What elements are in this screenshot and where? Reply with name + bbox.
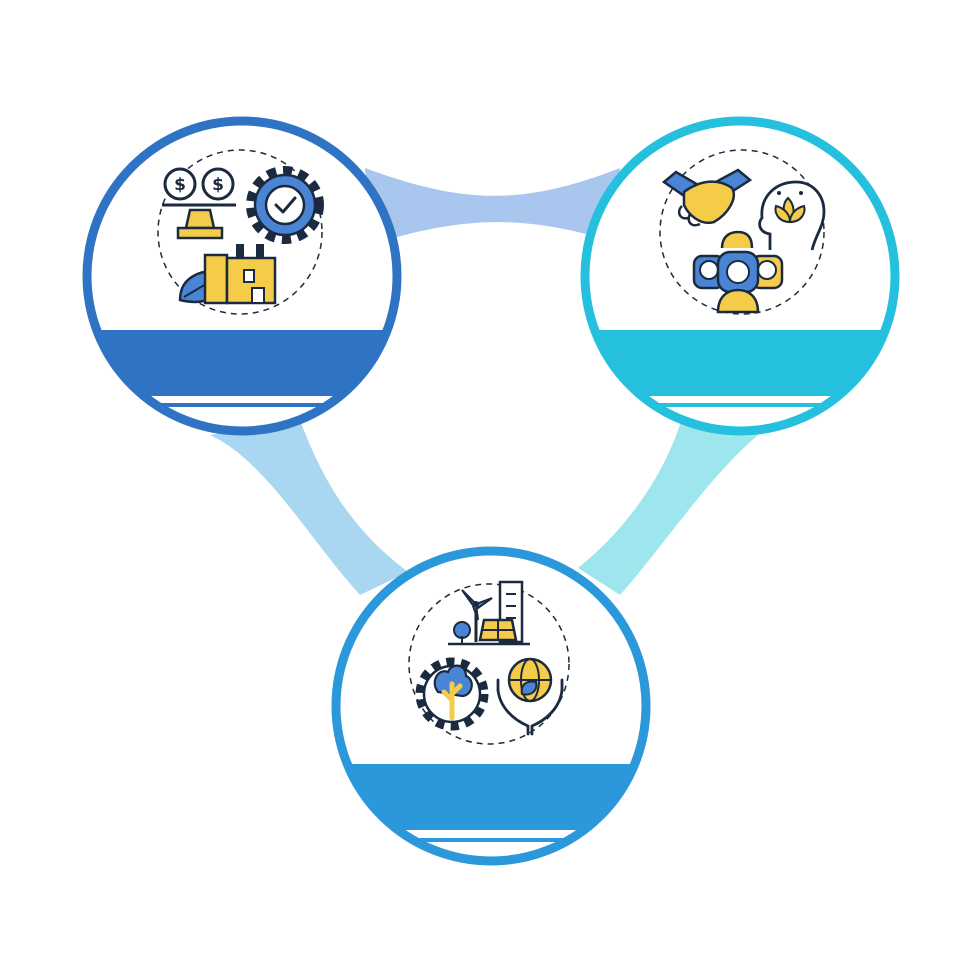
node-environmental-ring — [331, 546, 651, 866]
solar-panel-icon — [448, 618, 530, 646]
dashed-ring — [659, 149, 825, 315]
wind-turbine-icon — [461, 589, 493, 642]
connector-top — [365, 168, 620, 245]
dashed-ring — [408, 583, 570, 745]
node-economic-band — [87, 330, 397, 396]
node-social-band — [585, 330, 895, 396]
node-environmental — [331, 546, 651, 866]
dollar-coins-icon: $ $ — [163, 167, 235, 201]
connector-left — [210, 420, 408, 595]
balance-scale-icon — [162, 203, 236, 240]
globe-hands-icon — [496, 657, 564, 736]
node-social-ring — [580, 116, 900, 436]
people-group-icon — [692, 230, 784, 314]
mind-lotus-icon — [758, 180, 826, 251]
social-sustainability-icons — [659, 149, 826, 315]
node-social — [580, 116, 900, 436]
tree-gear-icon — [415, 657, 489, 731]
environmental-sustainability-icons — [408, 580, 570, 745]
handshake-icon — [661, 168, 753, 227]
tree-icon — [453, 621, 471, 644]
dashed-ring — [157, 149, 323, 315]
economic-sustainability-icons: $ $ — [157, 149, 324, 315]
svg-text:$: $ — [174, 175, 186, 195]
svg-text:$: $ — [212, 175, 224, 195]
factory-icon — [203, 244, 277, 305]
connector-right — [578, 418, 770, 595]
node-economic: $ $ — [82, 116, 402, 436]
node-economic-ring — [82, 116, 402, 436]
node-environmental-band — [336, 764, 646, 830]
gear-checkmark-icon — [246, 166, 324, 244]
